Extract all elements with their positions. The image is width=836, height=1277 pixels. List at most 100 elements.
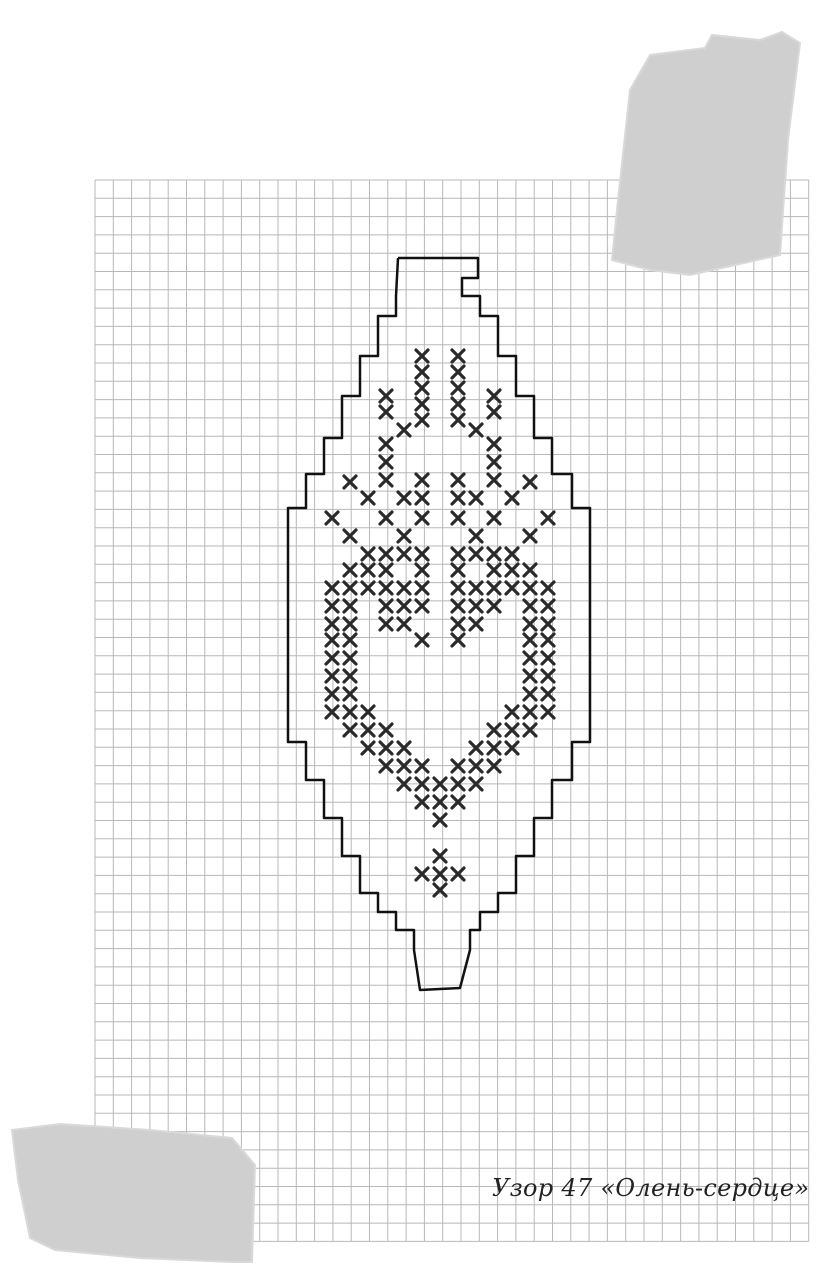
cross-stitch bbox=[452, 512, 464, 524]
cross-stitch bbox=[344, 564, 356, 576]
cross-stitch bbox=[326, 634, 338, 646]
cross-stitch bbox=[362, 492, 374, 504]
cross-stitch bbox=[434, 850, 446, 862]
cross-stitch bbox=[398, 548, 410, 560]
cross-stitch bbox=[326, 670, 338, 682]
cross-stitch bbox=[470, 600, 482, 612]
cross-stitch bbox=[416, 634, 428, 646]
cross-stitch bbox=[488, 548, 500, 560]
cross-stitch bbox=[488, 456, 500, 468]
cross-stitch bbox=[344, 476, 356, 488]
cross-stitch bbox=[344, 530, 356, 542]
cross-stitch bbox=[452, 600, 464, 612]
cross-stitch bbox=[380, 582, 392, 594]
cross-stitch bbox=[452, 634, 464, 646]
cross-stitch bbox=[344, 688, 356, 700]
cross-stitch bbox=[398, 582, 410, 594]
cross-stitch bbox=[344, 634, 356, 646]
cross-stitch bbox=[326, 600, 338, 612]
cross-stitch bbox=[488, 474, 500, 486]
tape-piece-top bbox=[612, 32, 800, 275]
cross-stitch bbox=[380, 438, 392, 450]
cross-stitch bbox=[470, 492, 482, 504]
cross-stitch bbox=[380, 742, 392, 754]
cross-stitch bbox=[488, 406, 500, 418]
cross-stitch bbox=[470, 618, 482, 630]
cross-stitch bbox=[380, 618, 392, 630]
cross-stitch bbox=[362, 548, 374, 560]
cross-stitch bbox=[416, 382, 428, 394]
cross-stitch bbox=[416, 414, 428, 426]
cross-stitch bbox=[488, 390, 500, 402]
cross-stitch bbox=[398, 600, 410, 612]
cross-stitch bbox=[326, 582, 338, 594]
cross-stitch bbox=[452, 868, 464, 880]
cross-stitch bbox=[452, 366, 464, 378]
cross-stitch bbox=[380, 548, 392, 560]
cross-stitch bbox=[434, 868, 446, 880]
cross-stitch bbox=[326, 652, 338, 664]
cross-stitch bbox=[398, 530, 410, 542]
cross-stitch bbox=[416, 868, 428, 880]
cross-stitch bbox=[488, 742, 500, 754]
grid-lines bbox=[95, 180, 809, 1241]
cross-stitch bbox=[488, 438, 500, 450]
cross-stitch bbox=[344, 618, 356, 630]
cross-stitch bbox=[470, 742, 482, 754]
cross-stitch bbox=[488, 564, 500, 576]
cross-stitch bbox=[416, 492, 428, 504]
cross-stitch bbox=[452, 382, 464, 394]
cross-stitch bbox=[416, 582, 428, 594]
cross-stitch bbox=[380, 456, 392, 468]
cross-stitch bbox=[362, 582, 374, 594]
cross-stitch bbox=[380, 406, 392, 418]
cross-stitch bbox=[452, 414, 464, 426]
cross-stitch bbox=[416, 366, 428, 378]
cross-stitch bbox=[452, 492, 464, 504]
cross-stitch bbox=[398, 424, 410, 436]
cross-stitch bbox=[344, 670, 356, 682]
cross-stitch bbox=[488, 724, 500, 736]
cross-stitch bbox=[452, 564, 464, 576]
cross-stitch bbox=[380, 600, 392, 612]
cross-stitch bbox=[326, 512, 338, 524]
cross-stitch bbox=[470, 548, 482, 560]
cross-stitch bbox=[380, 474, 392, 486]
cross-stitch bbox=[416, 474, 428, 486]
cross-stitch bbox=[416, 564, 428, 576]
cross-stitch bbox=[416, 512, 428, 524]
cross-stitch bbox=[362, 724, 374, 736]
cross-stitch bbox=[380, 564, 392, 576]
cross-stitch bbox=[470, 424, 482, 436]
cross-stitch bbox=[398, 492, 410, 504]
cross-stitch bbox=[362, 564, 374, 576]
cross-stitch bbox=[452, 582, 464, 594]
pattern-caption: Узор 47 «Олень-сердце» bbox=[492, 1168, 832, 1208]
cross-stitch bbox=[398, 742, 410, 754]
tape-piece-bottom bbox=[12, 1124, 255, 1262]
cross-stitch bbox=[326, 706, 338, 718]
cross-stitch bbox=[470, 530, 482, 542]
cross-stitch bbox=[488, 512, 500, 524]
cross-stitch bbox=[380, 390, 392, 402]
cross-stitch bbox=[470, 582, 482, 594]
cross-stitch bbox=[344, 600, 356, 612]
cross-stitch bbox=[416, 350, 428, 362]
cross-stitch bbox=[416, 600, 428, 612]
cross-stitch bbox=[488, 600, 500, 612]
cross-stitch bbox=[452, 548, 464, 560]
cross-stitch bbox=[326, 688, 338, 700]
cross-stitch bbox=[452, 350, 464, 362]
cross-stitch bbox=[398, 618, 410, 630]
stitch-marks bbox=[326, 350, 554, 896]
cross-stitch bbox=[344, 724, 356, 736]
cross-stitch bbox=[344, 582, 356, 594]
cross-stitch bbox=[452, 618, 464, 630]
cross-stitch bbox=[326, 618, 338, 630]
cross-stitch bbox=[362, 742, 374, 754]
cross-stitch bbox=[362, 706, 374, 718]
cross-stitch bbox=[380, 724, 392, 736]
cross-stitch bbox=[380, 512, 392, 524]
cross-stitch bbox=[416, 548, 428, 560]
